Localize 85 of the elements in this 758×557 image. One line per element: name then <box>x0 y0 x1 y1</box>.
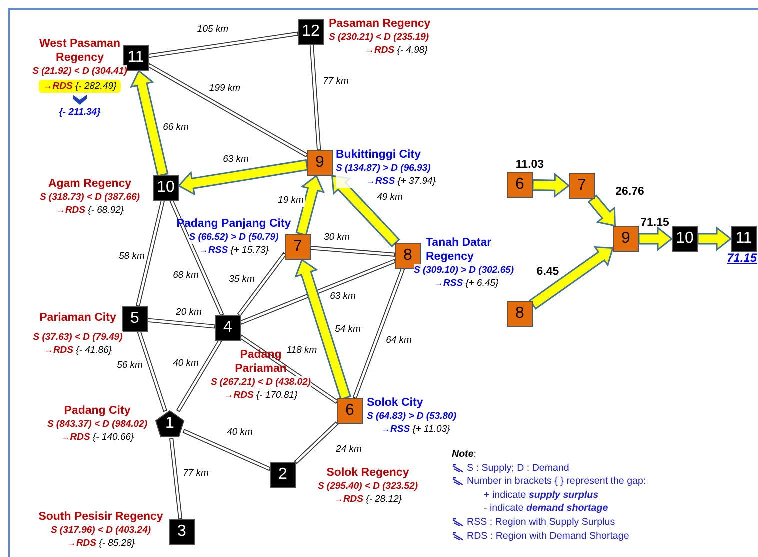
region-box: 7 <box>569 173 595 199</box>
road-line <box>148 32 299 58</box>
supply-demand-text: S (843.37) < D (984.02) <box>47 418 148 431</box>
road-line <box>176 340 222 412</box>
gap-text: →RDS {- 85.28} <box>66 537 136 550</box>
note-text: S : Supply; D : Demand <box>467 462 570 476</box>
supply-demand-text: S (318.73) < D (387.66) <box>40 191 140 204</box>
flow-arrow <box>529 246 614 310</box>
region-name: South Pesisir Regency <box>38 510 164 524</box>
note-text: - indicate demand shortage <box>484 502 608 516</box>
edge-label: 19 km <box>277 195 305 207</box>
edge-label: 6.45 <box>536 266 560 278</box>
region-box: 11 <box>731 226 757 252</box>
region-box: 2 <box>270 462 296 488</box>
region-box: 10 <box>153 175 179 201</box>
road-line <box>182 429 272 472</box>
region-name: Pasaman Regency <box>329 17 432 31</box>
region-box: 6 <box>507 172 533 198</box>
flow-arrow <box>588 194 616 227</box>
highlighted-gap-text: →RDS {- 282.49} <box>39 80 121 93</box>
region-box: 9 <box>613 226 639 252</box>
flow-arrow <box>130 70 169 177</box>
gap-text: →RSS {+ 37.94} <box>336 175 436 188</box>
road-line <box>310 246 396 257</box>
region-box: 12 <box>298 19 324 45</box>
supply-demand-text: S (21.92) < D (304.41) <box>32 65 128 78</box>
road-line <box>170 200 224 316</box>
gap-text: →RDS {- 28.12} <box>334 493 402 506</box>
region-name: Agam Regency <box>47 177 133 191</box>
gap-text: →RDS {- 41.86} <box>44 344 112 357</box>
edge-label: 26.76 <box>614 186 646 198</box>
region-name: Solok Regency <box>326 466 410 480</box>
edge-label: 11.03 <box>514 159 546 171</box>
gap-text: →RSS {+ 15.73} <box>199 244 269 257</box>
gap-text: →RDS {- 140.66} <box>60 431 134 444</box>
region-box: 5 <box>122 306 148 332</box>
flow-arrow <box>178 159 309 196</box>
region-name: Solok City <box>367 396 424 410</box>
flow-total: 71.15 <box>726 252 757 265</box>
flow-arrow <box>294 258 352 400</box>
region-box: 8 <box>507 301 533 327</box>
flow-arrow <box>296 174 325 236</box>
supply-demand-text: S (309.10) > D (302.65) <box>414 264 514 277</box>
region-name: Pariaman City <box>38 311 118 325</box>
road-line <box>294 422 339 464</box>
region-name: West Pasaman Regency <box>38 37 122 65</box>
note-text: + indicate supply surplus <box>484 488 599 502</box>
region-name: Padang City <box>63 404 132 418</box>
note-text: Number in brackets { } represent the gap: <box>467 475 646 489</box>
flow-arrow <box>532 173 570 198</box>
note-heading: Note: <box>452 448 477 462</box>
road-line <box>352 268 406 400</box>
flow-arrow <box>638 226 674 252</box>
edge-label: 71.15 <box>640 217 670 229</box>
region-box: 6 <box>337 398 363 424</box>
road-line <box>170 438 183 520</box>
gap-text: →RDS {- 68.92} <box>56 204 124 217</box>
region-box: 7 <box>285 234 311 260</box>
region-name: Bukittinggi City <box>336 148 422 162</box>
road-line <box>137 330 168 412</box>
note-text: RDS : Region with Demand Shortage <box>467 530 630 544</box>
region-box: 9 <box>307 150 333 176</box>
road-line <box>240 259 396 325</box>
supply-demand-text: S (64.83) > D (53.80) <box>367 410 457 423</box>
supply-demand-text: S (37.63) < D (79.49) <box>33 331 123 344</box>
supply-demand-text: S (230.21) < D (235.19) <box>329 31 430 44</box>
supply-demand-text: S (267.21) < D (438.02) <box>210 376 312 389</box>
gap-text: →RDS {- 170.81} <box>224 389 298 402</box>
road-line <box>148 63 308 158</box>
road-line <box>310 44 322 151</box>
supply-demand-text: S (317.96) < D (403.24) <box>50 524 152 537</box>
pentagon-node: 1 <box>155 410 185 438</box>
adjusted-gap-text: {- 211.34} <box>59 106 101 119</box>
flow-arrow <box>697 226 732 252</box>
supply-demand-text: S (134.87) > D (96.93) <box>336 162 431 175</box>
road-line <box>237 252 287 317</box>
region-box: 10 <box>672 226 698 252</box>
road-line <box>147 318 216 329</box>
region-name: Tanah Datar Regency <box>425 236 493 264</box>
supply-demand-text: S (66.52) > D (50.79) <box>189 231 279 244</box>
supply-demand-text: S (295.40) < D (323.52) <box>318 480 418 493</box>
region-box: 4 <box>215 315 241 341</box>
road-line <box>136 200 166 307</box>
region-box: 3 <box>169 519 195 545</box>
note-text: RSS : Region with Supply Surplus <box>467 516 616 530</box>
